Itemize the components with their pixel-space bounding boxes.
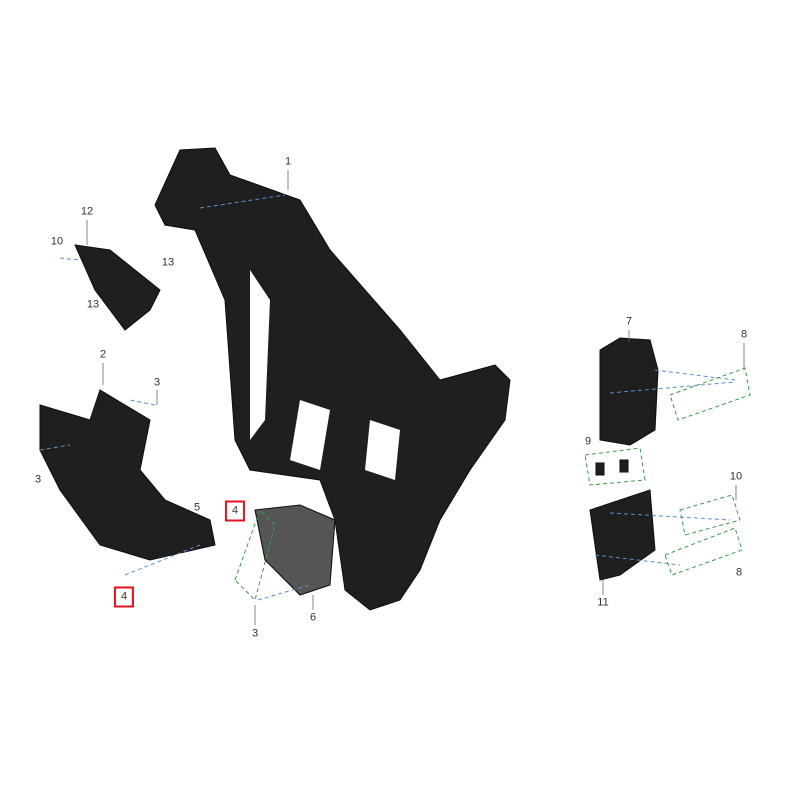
callout-1: 1 [284,155,292,168]
callout-7: 7 [625,315,633,328]
callout-3: 3 [251,627,259,640]
callout-2: 2 [99,348,107,361]
callout-6: 6 [309,611,317,624]
callout-10: 10 [50,235,64,248]
callout-4-highlighted[interactable]: 4 [113,586,135,608]
callout-4-highlighted[interactable]: 4 [224,500,246,522]
callout-11: 11 [597,596,609,609]
callout-8: 8 [735,566,743,579]
callout-3: 3 [34,473,42,486]
bracket-12 [74,244,161,331]
callout-13: 13 [161,256,175,269]
callout-9: 9 [584,435,592,448]
cover-11 [589,489,656,581]
guard-6 [254,504,336,596]
skid-plate [39,389,216,561]
callout-8: 8 [740,328,748,341]
main-frame [154,147,511,611]
callout-13: 13 [86,298,100,311]
cover-7 [599,337,659,446]
callout-10: 10 [729,470,743,483]
callout-12: 12 [80,205,94,218]
callout-5: 5 [193,501,201,514]
callout-3: 3 [153,376,161,389]
